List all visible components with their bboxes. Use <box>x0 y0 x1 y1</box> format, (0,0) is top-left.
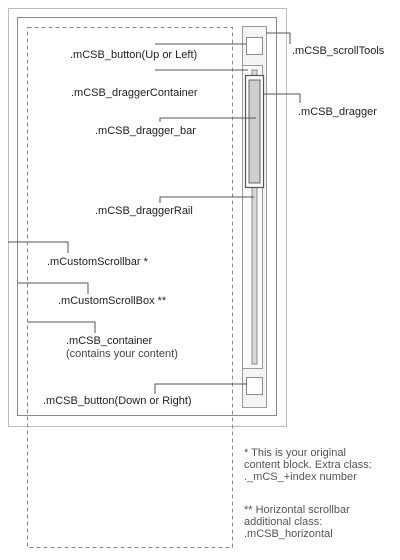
label-custom-scrollbar: .mCustomScrollbar * <box>47 256 148 268</box>
leader-button-down <box>154 383 247 394</box>
footnote-line: .mCSB_horizontal <box>244 528 333 540</box>
label-custom-scroll-box: .mCustomScrollBox ** <box>58 295 167 307</box>
label-container-note: (contains your content) <box>66 348 178 360</box>
custom-scroll-box <box>17 17 277 416</box>
label-button-up: .mCSB_button(Up or Left) <box>70 49 198 61</box>
leader-dragger-bar <box>159 117 256 122</box>
label-dragger-container: .mCSB_draggerContainer <box>71 87 198 99</box>
label-dragger-rail: .mCSB_draggerRail <box>95 205 193 217</box>
leader-scroll-tools <box>266 32 291 44</box>
footnote-original-block: * This is your original content block. E… <box>244 447 372 483</box>
container-dashed-box <box>27 27 233 548</box>
footnote-line: * This is your original <box>244 447 346 459</box>
label-button-down: .mCSB_button(Down or Right) <box>43 395 192 407</box>
label-dragger: .mCSB_dragger <box>298 106 377 118</box>
leader-custom-scroll-box <box>18 282 89 294</box>
footnote-horizontal: ** Horizontal scrollbar additional class… <box>244 504 350 540</box>
footnote-line: ._mCS_+index number <box>244 471 357 483</box>
leader-custom-scrollbar <box>8 241 69 253</box>
dragger-rail <box>251 69 258 365</box>
leader-dragger <box>264 93 301 103</box>
button-down-box <box>246 377 263 395</box>
label-scroll-tools: .mCSB_scrollTools <box>292 45 385 57</box>
label-container: .mCSB_container <box>66 335 153 347</box>
button-up-box <box>246 37 263 55</box>
leader-container <box>28 321 96 333</box>
dragger-bar <box>248 79 261 184</box>
custom-scrollbar-box <box>8 8 287 427</box>
footnote-line: content block. Extra class: <box>244 459 372 471</box>
footnote-line: additional class: <box>244 516 323 528</box>
label-dragger-bar: .mCSB_dragger_bar <box>95 125 196 137</box>
leader-dragger-rail <box>159 196 254 203</box>
footnote-line: ** Horizontal scrollbar <box>244 504 350 516</box>
